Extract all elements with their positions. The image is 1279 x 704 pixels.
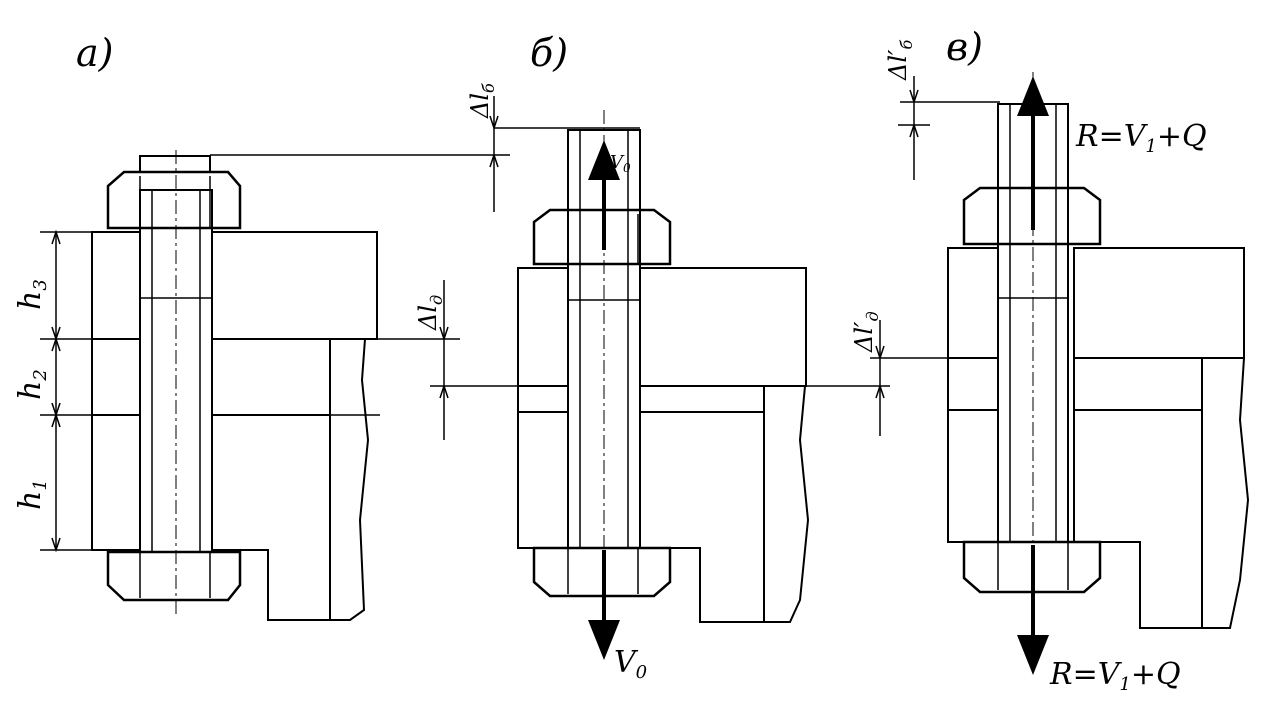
bolt-head-b	[532, 546, 672, 598]
dim-delta-lb: Δlб	[466, 83, 498, 119]
view-a	[40, 150, 510, 621]
svg-text:h3: h3	[13, 279, 51, 310]
force-v0-top: V0	[610, 152, 631, 175]
dim-delta-lb-prime: Δl′б	[884, 40, 916, 81]
bolt-head-a	[106, 550, 242, 602]
dim-h3: h3	[13, 279, 51, 310]
dim-h2: h2	[13, 369, 51, 400]
bottom-plate-right	[211, 414, 331, 621]
gasket-left-b	[517, 385, 569, 413]
gasket-left-c	[947, 357, 999, 411]
nut-top-c	[962, 186, 1102, 246]
top-plate-left-b	[517, 267, 569, 387]
bolt-head-c	[962, 540, 1102, 594]
nut-top-b	[532, 208, 672, 266]
gasket-right	[211, 338, 331, 416]
top-plate-right	[211, 231, 378, 340]
top-plate-right-b	[639, 267, 807, 387]
force-r-top: R=V1+Q	[1075, 119, 1207, 157]
dim-delta-ld: Δlд	[414, 295, 446, 331]
top-plate-left-c	[947, 247, 999, 359]
top-plate-right-c	[1073, 247, 1245, 359]
view-label-c: в)	[946, 25, 983, 69]
view-b	[430, 96, 890, 660]
nut-top-a	[106, 170, 242, 230]
break-line-a	[330, 338, 370, 621]
gasket-right-c	[1073, 357, 1203, 411]
view-c	[870, 72, 1250, 675]
gasket-right-b	[639, 385, 765, 413]
force-v0-bottom: V0	[614, 645, 647, 683]
dim-h1: h1	[13, 479, 51, 510]
dim-delta-ld-prime: Δl′д	[850, 311, 882, 353]
break-line-b	[764, 385, 810, 623]
svg-text:h2: h2	[13, 369, 51, 400]
bottom-plate-left	[91, 414, 141, 551]
top-plate-left	[91, 231, 141, 340]
bottom-plate-right-c	[1073, 409, 1203, 629]
bottom-plate-left-c	[947, 409, 999, 543]
svg-text:h1: h1	[13, 479, 51, 510]
view-label-a: а)	[76, 31, 113, 75]
svg-text:Δlд: Δlд	[414, 295, 446, 331]
bottom-plate-left-b	[517, 411, 569, 549]
svg-text:Δl′б: Δl′б	[884, 40, 916, 81]
svg-text:Δl′д: Δl′д	[850, 311, 882, 353]
break-line-c	[1202, 357, 1250, 629]
gasket-left	[91, 338, 141, 416]
view-label-b: б)	[530, 31, 568, 75]
force-r-bottom: R=V1+Q	[1049, 657, 1181, 695]
svg-text:Δlб: Δlб	[466, 83, 498, 119]
